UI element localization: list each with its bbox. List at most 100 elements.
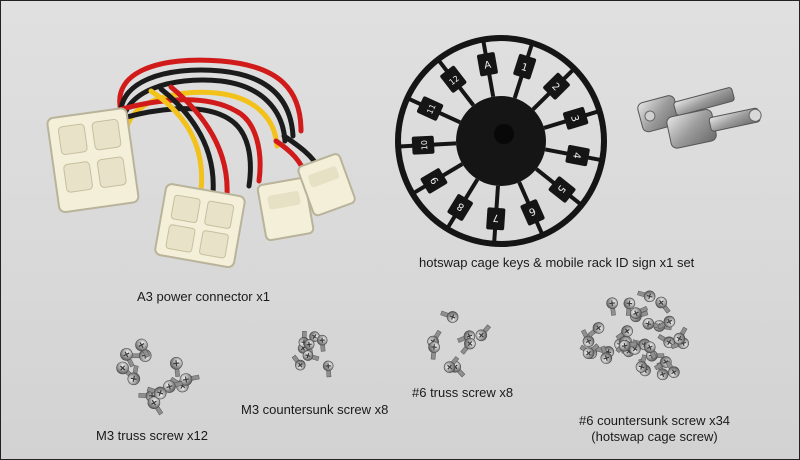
id-tag-label: A bbox=[483, 60, 492, 72]
power-connector-image bbox=[46, 57, 356, 269]
m3-countersunk-screw bbox=[302, 350, 320, 362]
id-tag-label: 5 bbox=[555, 183, 568, 195]
screw-slot bbox=[621, 342, 628, 349]
n6-countersunk-screw bbox=[657, 315, 676, 330]
m3-truss-screw bbox=[135, 338, 150, 358]
id-tag-plate bbox=[476, 52, 498, 77]
m3-countersunk-screw bbox=[316, 334, 328, 352]
screw-slot bbox=[130, 375, 137, 382]
caption-n6-countersunk-screw: #6 countersunk screw x34 (hotswap cage s… bbox=[579, 413, 730, 445]
screw-slot bbox=[647, 344, 653, 350]
id-tag-label: 6 bbox=[527, 205, 537, 218]
id-tag-plate bbox=[447, 194, 473, 221]
n6-countersunk-screw bbox=[655, 296, 671, 314]
n6-countersunk-screw bbox=[615, 325, 633, 341]
n6-countersunk-screw bbox=[581, 329, 595, 348]
caption-keys-and-sign: hotswap cage keys & mobile rack ID sign … bbox=[419, 255, 695, 270]
n6-countersunk-screw-pile bbox=[579, 290, 690, 381]
m3-truss-screw bbox=[120, 348, 135, 368]
id-tag-label: 7 bbox=[492, 212, 499, 223]
n6-countersunk-screw bbox=[630, 305, 649, 320]
screw-slot bbox=[626, 300, 633, 307]
screw-piles bbox=[116, 290, 690, 416]
n6-countersunk-screw bbox=[600, 345, 613, 364]
id-tag-plate bbox=[420, 168, 448, 194]
screw-slot bbox=[305, 353, 311, 359]
screw-slot bbox=[166, 383, 173, 390]
screw-slot bbox=[666, 339, 672, 345]
screw-slot bbox=[325, 363, 331, 369]
caption-m3-countersunk-screw: M3 countersunk screw x8 bbox=[241, 402, 389, 417]
id-tag: 11 bbox=[416, 96, 444, 121]
screw-slot bbox=[467, 341, 473, 347]
n6-countersunk-screw bbox=[635, 354, 648, 373]
id-tag-plate bbox=[548, 176, 576, 203]
id-tag: 10 bbox=[411, 135, 435, 155]
caption-m3-truss-screw: M3 truss screw x12 bbox=[96, 428, 208, 443]
id-tag-plate bbox=[543, 72, 570, 100]
screw-slot bbox=[157, 389, 164, 397]
m3-countersunk-screw bbox=[291, 354, 306, 371]
id-tag-label: 4 bbox=[570, 151, 582, 159]
m3-truss-screw bbox=[170, 356, 183, 377]
m3-truss-screw-pile bbox=[116, 338, 200, 416]
screw-slot bbox=[138, 342, 145, 348]
id-tag-label: 3 bbox=[568, 114, 580, 123]
screw-slot bbox=[676, 335, 683, 342]
screw-slot bbox=[638, 364, 645, 370]
id-tag: 3 bbox=[562, 106, 589, 130]
n6-countersunk-screw bbox=[637, 290, 656, 303]
cage-keys-image bbox=[637, 87, 762, 149]
screw-slot bbox=[609, 300, 615, 307]
screw-slot bbox=[646, 293, 653, 300]
screw-slot bbox=[659, 371, 666, 378]
screw-slot bbox=[312, 334, 317, 339]
screw-slot bbox=[671, 369, 677, 375]
id-tag-plate bbox=[520, 199, 545, 226]
n6-countersunk-screw bbox=[665, 360, 680, 379]
id-tag-label: 1 bbox=[520, 62, 529, 74]
screw-slot bbox=[319, 337, 325, 343]
n6-countersunk-screw bbox=[587, 322, 605, 338]
m3-truss-screw bbox=[163, 380, 183, 393]
n6-countersunk-screw bbox=[643, 341, 657, 360]
screw-slot bbox=[306, 341, 312, 348]
id-tag-plate bbox=[440, 65, 467, 93]
m3-truss-screw bbox=[127, 365, 141, 386]
id-tag: 2 bbox=[543, 72, 570, 100]
caption-power-connector: A3 power connector x1 bbox=[137, 289, 270, 304]
screw-slot bbox=[645, 320, 652, 327]
m3-truss-screw bbox=[146, 386, 167, 400]
id-tag: 5 bbox=[548, 176, 576, 203]
id-tag-label: 10 bbox=[420, 140, 430, 151]
n6-truss-screw bbox=[440, 310, 459, 323]
screw-slot bbox=[431, 344, 437, 350]
caption-n6-countersunk-line1: #6 countersunk screw x34 bbox=[579, 413, 731, 428]
screw-slot bbox=[624, 328, 630, 334]
screw-slot bbox=[447, 364, 453, 370]
n6-truss-screw bbox=[443, 356, 460, 373]
screw-slot bbox=[449, 314, 456, 320]
id-tag: 8 bbox=[447, 194, 473, 221]
screw-slot bbox=[297, 362, 303, 368]
screw-slot bbox=[632, 346, 638, 352]
n6-countersunk-screw bbox=[606, 297, 618, 316]
screw-slot bbox=[586, 350, 592, 356]
id-tag-plate bbox=[416, 96, 444, 121]
screw-slot bbox=[173, 360, 180, 367]
id-tag: 9 bbox=[420, 168, 448, 194]
id-tag: A bbox=[476, 52, 498, 77]
id-tag: 6 bbox=[520, 199, 545, 226]
n6-countersunk-screw bbox=[618, 339, 638, 352]
id-tag: 7 bbox=[486, 207, 506, 231]
n6-countersunk-screw bbox=[582, 343, 600, 360]
caption-n6-truss-screw: #6 truss screw x8 bbox=[412, 385, 514, 400]
n6-truss-screw bbox=[428, 341, 440, 360]
screw-slot bbox=[123, 351, 130, 358]
screw-slot bbox=[151, 399, 157, 406]
n6-truss-screw bbox=[460, 337, 476, 355]
screw-slot bbox=[182, 376, 190, 383]
